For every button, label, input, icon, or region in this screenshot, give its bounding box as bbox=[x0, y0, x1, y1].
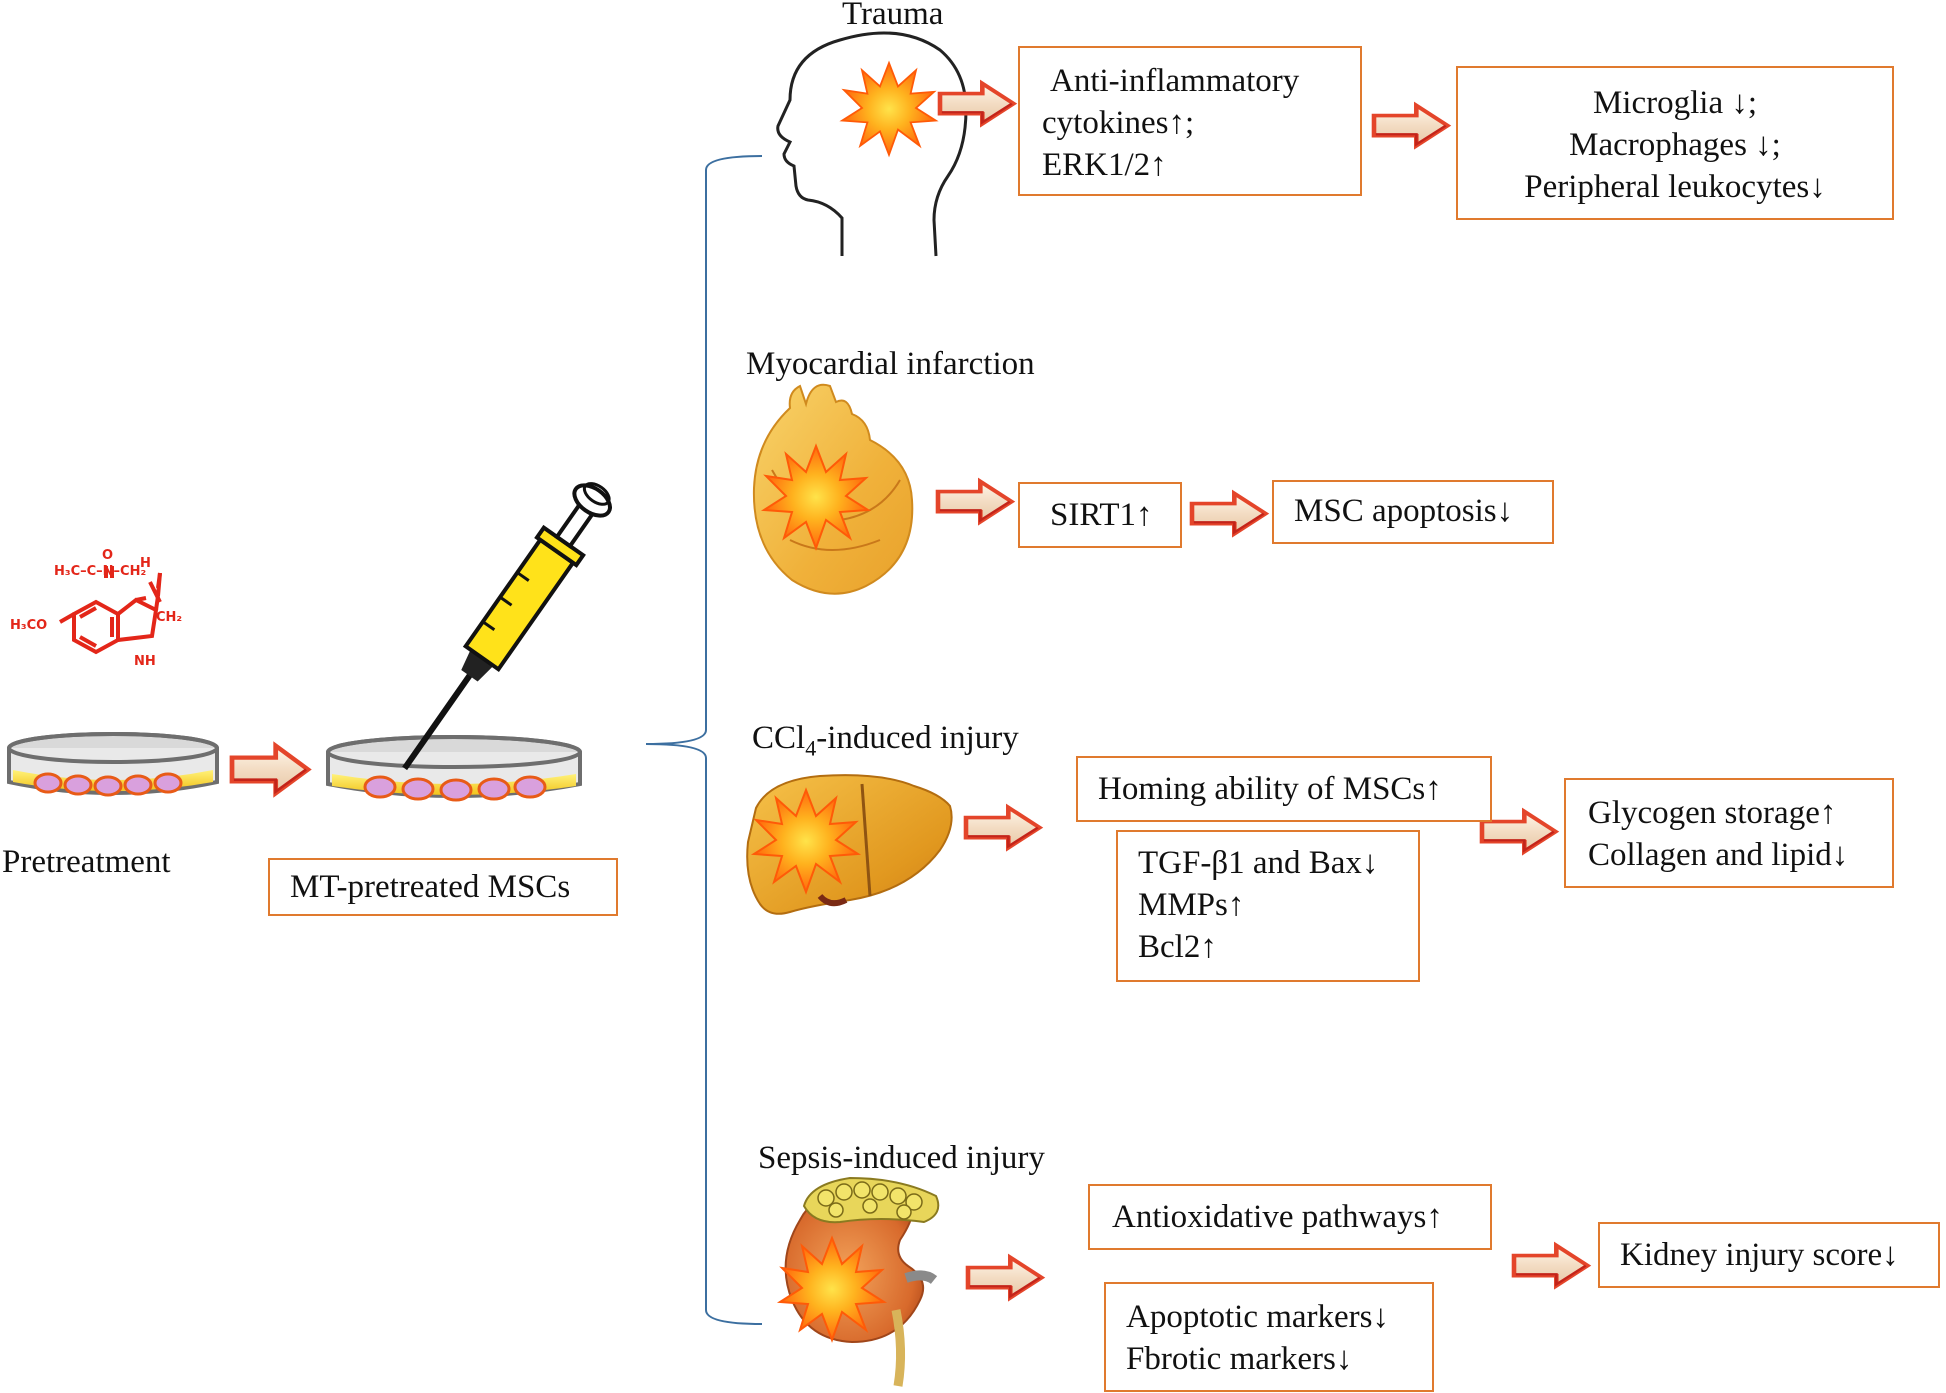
melatonin-molecule-icon bbox=[59, 566, 162, 655]
syringe-icon bbox=[402, 482, 612, 771]
ccl4-marker-line: TGF-β1 and Bax↓ bbox=[1138, 845, 1379, 881]
petri-dish-icon bbox=[7, 732, 219, 797]
sepsis-marker-line: Apoptotic markers↓ bbox=[1126, 1299, 1390, 1335]
ccl4-homing-box: Homing ability of MSCs↑ bbox=[1076, 756, 1492, 822]
ccl4-title: CCl4-induced injury bbox=[752, 718, 1019, 769]
amide-hydrogen-label: H bbox=[140, 556, 151, 571]
bracket-connector bbox=[645, 155, 763, 1325]
ccl4-marker-box: TGF-β1 and Bax↓ MMPs↑ Bcl2↑ bbox=[1116, 830, 1420, 982]
sepsis-outcome-box: Kidney injury score↓ bbox=[1598, 1222, 1940, 1288]
sepsis-antioxidative-line: Antioxidative pathways↑ bbox=[1112, 1199, 1443, 1235]
block-arrow-icon bbox=[1514, 1245, 1588, 1285]
carbonyl-oxygen-label: O bbox=[102, 548, 114, 563]
trauma-effect-line: cytokines↑; bbox=[1042, 105, 1195, 141]
myocardial-outcome-line: MSC apoptosis↓ bbox=[1294, 493, 1514, 529]
sepsis-marker-box: Apoptotic markers↓ Fbrotic markers↓ bbox=[1104, 1282, 1434, 1392]
sepsis-antioxidative-box: Antioxidative pathways↑ bbox=[1088, 1184, 1492, 1250]
mt-pretreated-msc-label: MT-pretreated MSCs bbox=[290, 869, 571, 905]
trauma-outcome-line: Microglia ↓; bbox=[1592, 85, 1758, 121]
trauma-effect-box: Anti-inflammatory cytokines↑; ERK1/2↑ bbox=[1018, 46, 1362, 196]
block-arrow-icon bbox=[968, 1257, 1042, 1297]
ccl4-outcome-box: Glycogen storage↑ Collagen and lipid↓ bbox=[1564, 778, 1894, 888]
ccl4-marker-line: Bcl2↑ bbox=[1138, 929, 1217, 965]
trauma-outcome-line: Macrophages ↓; bbox=[1569, 127, 1781, 163]
petri-dish-icon bbox=[326, 735, 582, 802]
ring-nh-label: NH bbox=[134, 654, 156, 669]
methoxy-label: H₃CO bbox=[10, 618, 48, 633]
trauma-title: Trauma bbox=[842, 0, 944, 32]
melatonin-structure-labels: O H H₃C–C–N–CH₂ CH₂ H₃CO NH bbox=[10, 548, 202, 670]
ccl4-marker-line: MMPs↑ bbox=[1138, 887, 1245, 923]
myocardial-effect-line: SIRT1↑ bbox=[1050, 497, 1153, 533]
sepsis-marker-line: Fbrotic markers↓ bbox=[1126, 1341, 1353, 1377]
trauma-effect-line: ERK1/2↑ bbox=[1042, 147, 1167, 183]
ccl4-homing-line: Homing ability of MSCs↑ bbox=[1098, 771, 1442, 807]
kidney-icon bbox=[779, 1176, 940, 1387]
block-arrow-icon bbox=[966, 807, 1040, 847]
block-arrow-icon bbox=[1192, 493, 1266, 533]
myocardial-effect-box: SIRT1↑ bbox=[1018, 482, 1182, 548]
cell-row bbox=[33, 772, 183, 797]
trauma-outcome-box: Microglia ↓; Macrophages ↓; Peripheral l… bbox=[1456, 66, 1894, 220]
sepsis-title: Sepsis-induced injury bbox=[758, 1140, 1045, 1176]
ccl4-outcome-line: Collagen and lipid↓ bbox=[1588, 837, 1849, 873]
ccl4-title-suffix: -induced injury bbox=[816, 720, 1019, 756]
liver-icon bbox=[746, 774, 953, 915]
acetyl-chain-label: H₃C–C–N–CH₂ bbox=[54, 564, 147, 579]
head-icon bbox=[776, 31, 968, 257]
trauma-effect-line: Anti-inflammatory bbox=[1050, 63, 1300, 99]
ccl4-title-prefix: CCl bbox=[752, 720, 806, 756]
myocardial-title: Myocardial infarction bbox=[746, 346, 1035, 382]
mt-pretreated-msc-box: MT-pretreated MSCs bbox=[268, 858, 618, 916]
heart-icon bbox=[752, 383, 914, 595]
ccl4-title-subscript: 4 bbox=[805, 735, 817, 761]
ccl4-outcome-line: Glycogen storage↑ bbox=[1588, 795, 1837, 831]
block-arrow-icon bbox=[1482, 811, 1556, 851]
sepsis-outcome-line: Kidney injury score↓ bbox=[1620, 1237, 1899, 1273]
myocardial-outcome-box: MSC apoptosis↓ bbox=[1272, 480, 1554, 544]
trauma-outcome-line: Peripheral leukocytes↓ bbox=[1524, 169, 1826, 205]
block-arrow-icon bbox=[938, 481, 1012, 521]
block-arrow-icon bbox=[1374, 105, 1448, 145]
pretreatment-label: Pretreatment bbox=[2, 844, 171, 880]
block-arrow-icon bbox=[232, 746, 308, 794]
ch2-label: CH₂ bbox=[156, 610, 183, 625]
